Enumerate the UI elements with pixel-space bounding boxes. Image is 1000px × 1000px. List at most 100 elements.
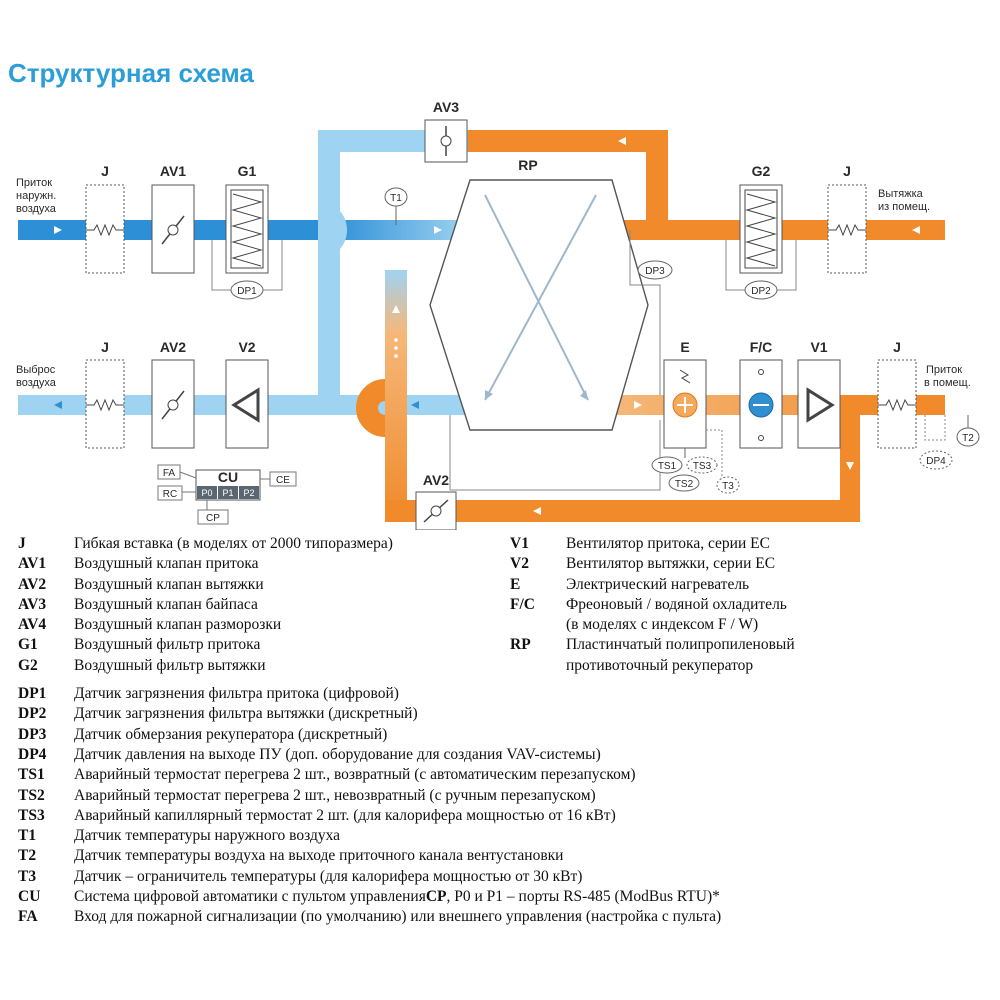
page-title: Структурная схема bbox=[8, 58, 254, 88]
filter-g1: G1 DP1 bbox=[211, 163, 283, 300]
svg-text:в помещ.: в помещ. bbox=[924, 377, 971, 389]
arrow-left-icon bbox=[618, 137, 640, 145]
flex-joint-exhaust: J bbox=[827, 163, 867, 274]
damper-av3: AV3 bbox=[424, 99, 468, 163]
recuperator-rp: RP bbox=[429, 157, 661, 491]
arrow-right-icon bbox=[620, 401, 642, 409]
structural-diagram: RP J J J J AV1 AV2 AV3 bbox=[16, 99, 980, 530]
svg-text:Выброс: Выброс bbox=[16, 364, 56, 376]
sensor-t2: T2 bbox=[956, 415, 980, 447]
control-unit: CU P0 P1 P2 FA RC CE CP bbox=[157, 464, 297, 525]
fan-v1: V1 bbox=[797, 339, 841, 449]
svg-text:AV2: AV2 bbox=[423, 472, 449, 488]
svg-text:P0: P0 bbox=[201, 488, 212, 498]
arrow-left-icon bbox=[405, 401, 419, 409]
svg-text:T2: T2 bbox=[962, 433, 974, 444]
svg-text:P2: P2 bbox=[243, 488, 254, 498]
svg-text:из помещ.: из помещ. bbox=[878, 201, 930, 213]
svg-text:воздуха: воздуха bbox=[16, 203, 57, 215]
svg-text:V1: V1 bbox=[810, 339, 827, 355]
fan-v2: V2 bbox=[225, 339, 269, 449]
flex-joint-intake: J bbox=[85, 163, 125, 274]
sensor-ts2: TS2 bbox=[675, 479, 694, 490]
cooler-fc: F/C bbox=[739, 339, 783, 449]
svg-text:T1: T1 bbox=[390, 193, 402, 204]
filter-g2: G2 DP2 bbox=[725, 163, 797, 300]
svg-text:наружн.: наружн. bbox=[16, 190, 56, 202]
arrow-left-icon bbox=[48, 401, 62, 409]
svg-text:G2: G2 bbox=[752, 163, 771, 179]
svg-text:J: J bbox=[101, 163, 109, 179]
svg-text:DP3: DP3 bbox=[645, 266, 665, 277]
arrow-right-icon bbox=[40, 226, 62, 234]
flex-joint-supply: J bbox=[877, 339, 917, 449]
damper-av1: AV1 bbox=[151, 163, 195, 274]
arrow-left-icon bbox=[533, 507, 555, 515]
svg-text:P1: P1 bbox=[222, 488, 233, 498]
svg-text:воздуха: воздуха bbox=[16, 377, 57, 389]
svg-text:F/C: F/C bbox=[750, 339, 773, 355]
sensor-t1: T1 bbox=[384, 187, 408, 225]
svg-text:RC: RC bbox=[163, 489, 177, 500]
svg-text:E: E bbox=[680, 339, 689, 355]
damper-av2-left: AV2 bbox=[151, 339, 195, 449]
flex-joint-discharge: J bbox=[85, 339, 125, 449]
svg-text:CE: CE bbox=[276, 475, 290, 486]
arrow-left-icon bbox=[912, 226, 934, 234]
svg-text:J: J bbox=[843, 163, 851, 179]
label-intake-outdoor: Приток наружн. воздуха bbox=[16, 177, 57, 215]
arrow-right-icon bbox=[940, 401, 962, 409]
svg-text:J: J bbox=[101, 339, 109, 355]
heater-e: E bbox=[663, 339, 707, 449]
sensor-ts3: TS3 bbox=[693, 461, 712, 472]
svg-text:CP: CP bbox=[206, 513, 220, 524]
label-rp: RP bbox=[518, 157, 537, 173]
arrow-right-icon bbox=[420, 226, 442, 234]
svg-text:AV1: AV1 bbox=[160, 163, 186, 179]
legend-row: (в моделях с индексом F / W) bbox=[566, 616, 759, 634]
svg-text:Приток: Приток bbox=[926, 364, 962, 376]
svg-text:Приток: Приток bbox=[16, 177, 52, 189]
sensor-dp4: DP4 bbox=[919, 415, 953, 470]
flow-arrows bbox=[40, 137, 962, 515]
label-discharge: Выброс воздуха bbox=[16, 364, 57, 389]
svg-text:FA: FA bbox=[163, 468, 176, 479]
arrow-up-icon bbox=[392, 305, 400, 325]
svg-text:DP1: DP1 bbox=[237, 286, 257, 297]
label-exhaust-room: Вытяжка из помещ. bbox=[878, 188, 930, 213]
damper-av2-bottom: AV2 bbox=[415, 472, 457, 530]
svg-text:DP4: DP4 bbox=[926, 456, 946, 467]
sensor-dp3: DP3 bbox=[629, 230, 673, 395]
svg-text:CU: CU bbox=[218, 469, 238, 485]
svg-text:V2: V2 bbox=[238, 339, 255, 355]
svg-text:AV2: AV2 bbox=[160, 339, 186, 355]
sensor-t3: T3 bbox=[722, 481, 734, 492]
sensor-ts1: TS1 bbox=[658, 461, 677, 472]
svg-text:Вытяжка: Вытяжка bbox=[878, 188, 924, 200]
sensor-ts-group: TS1 TS3 TS2 T3 bbox=[651, 429, 740, 494]
